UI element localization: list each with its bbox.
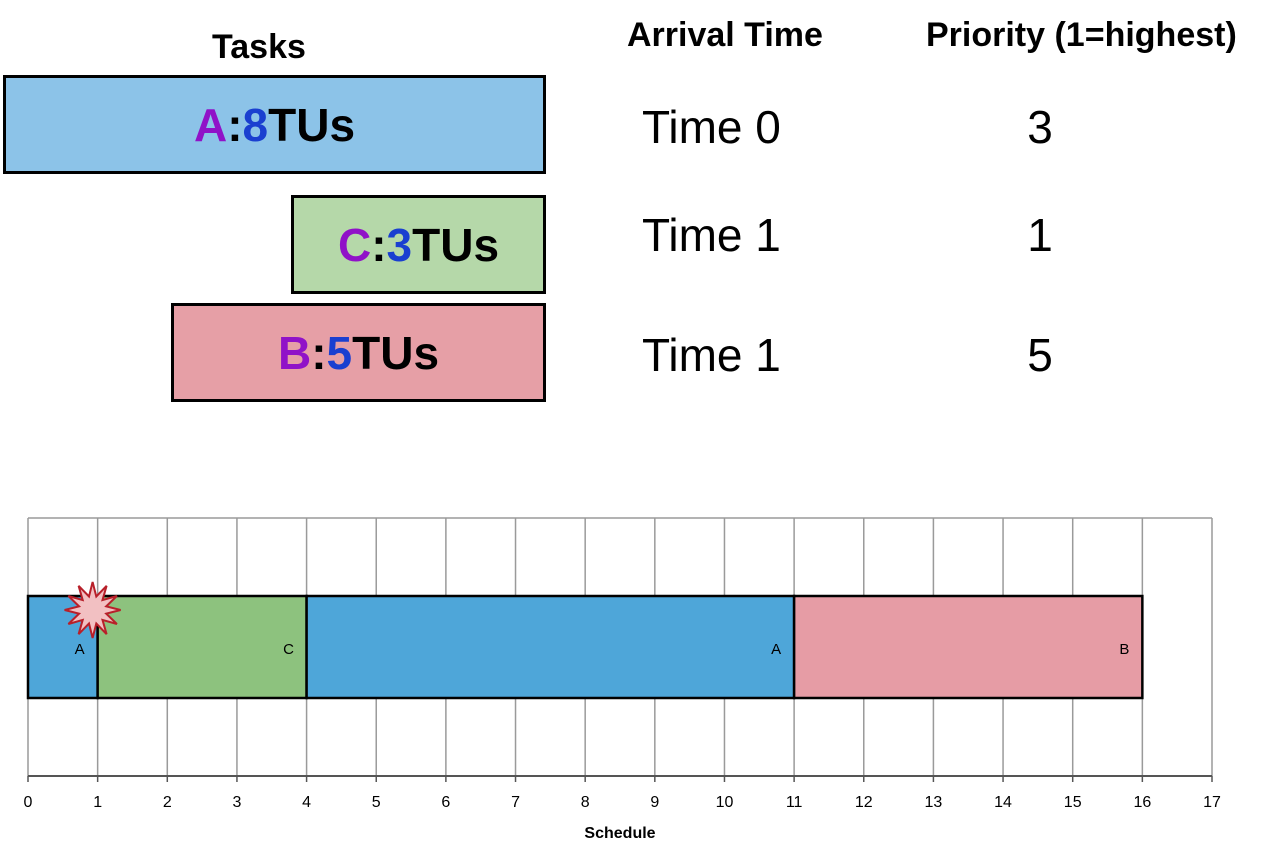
segment-label: C bbox=[283, 641, 294, 658]
segment-label: A bbox=[771, 641, 781, 658]
task-unit: TUs bbox=[268, 98, 356, 151]
priority-c: 1 bbox=[1027, 209, 1053, 261]
x-tick-label: 14 bbox=[994, 794, 1012, 811]
task-name: C bbox=[337, 218, 372, 271]
x-tick-label: 5 bbox=[372, 794, 381, 811]
task-name: B bbox=[277, 326, 312, 379]
x-tick-label: 6 bbox=[441, 794, 450, 811]
schedule-segment-c bbox=[96, 594, 308, 700]
x-axis-label: Schedule bbox=[584, 825, 655, 842]
priority-header: Priority (1=highest) bbox=[926, 16, 1237, 54]
tasks-header: Tasks bbox=[212, 28, 306, 66]
x-tick-label: 17 bbox=[1203, 794, 1221, 811]
schedule-segment-a bbox=[305, 594, 796, 700]
task-a-box: A: 8 TUs bbox=[3, 75, 546, 174]
task-separator: : bbox=[371, 218, 387, 271]
arrival-time-header: Arrival Time bbox=[627, 16, 823, 54]
task-unit: TUs bbox=[412, 218, 500, 271]
x-tick-label: 8 bbox=[581, 794, 590, 811]
x-tick-label: 1 bbox=[93, 794, 102, 811]
segment-label: A bbox=[75, 641, 85, 658]
task-duration: 5 bbox=[326, 326, 353, 379]
task-separator: : bbox=[311, 326, 327, 379]
preemption-burst-icon bbox=[64, 581, 121, 639]
x-tick-label: 12 bbox=[855, 794, 873, 811]
segment-label: B bbox=[1119, 641, 1129, 658]
task-unit: TUs bbox=[352, 326, 440, 379]
x-tick-label: 4 bbox=[302, 794, 311, 811]
task-b-box: B: 5 TUs bbox=[171, 303, 546, 402]
x-tick-label: 10 bbox=[716, 794, 734, 811]
x-tick-label: 16 bbox=[1133, 794, 1151, 811]
task-separator: : bbox=[227, 98, 243, 151]
x-tick-label: 0 bbox=[24, 794, 33, 811]
x-tick-label: 11 bbox=[786, 794, 803, 811]
priority-b: 5 bbox=[1027, 329, 1053, 381]
task-c-box: C: 3 TUs bbox=[291, 195, 546, 294]
x-tick-label: 2 bbox=[163, 794, 172, 811]
arrival-time-c: Time 1 bbox=[642, 209, 781, 261]
priority-a: 3 bbox=[1027, 101, 1053, 153]
task-name: A bbox=[193, 98, 228, 151]
x-tick-label: 13 bbox=[925, 794, 943, 811]
arrival-time-a: Time 0 bbox=[642, 101, 781, 153]
schedule-segment-a bbox=[26, 594, 99, 700]
x-tick-label: 9 bbox=[650, 794, 659, 811]
x-tick-label: 3 bbox=[232, 794, 241, 811]
task-duration: 3 bbox=[386, 218, 413, 271]
task-duration: 8 bbox=[242, 98, 269, 151]
x-tick-label: 7 bbox=[511, 794, 520, 811]
x-tick-label: 15 bbox=[1064, 794, 1082, 811]
arrival-time-b: Time 1 bbox=[642, 329, 781, 381]
schedule-segment-b bbox=[792, 594, 1144, 700]
